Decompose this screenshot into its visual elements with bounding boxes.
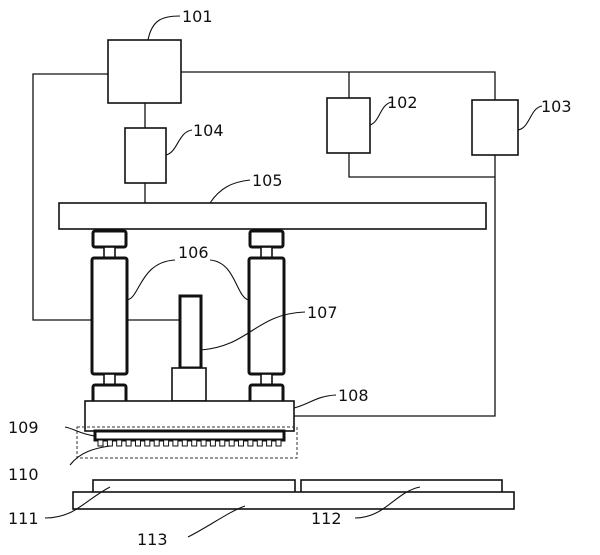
leader-105 <box>210 180 250 203</box>
wire-102-to-103-bus <box>349 153 495 177</box>
label-110: 110 <box>8 465 39 484</box>
right-upper-joint <box>250 231 283 247</box>
center-sensor-base-107 <box>172 368 206 401</box>
right-actuator-106 <box>249 258 284 374</box>
leader-113 <box>188 506 245 537</box>
label-108: 108 <box>338 386 369 405</box>
label-109: 109 <box>8 418 39 437</box>
module-box-103 <box>472 100 518 155</box>
nozzle <box>136 440 141 446</box>
nozzle <box>145 440 150 446</box>
leader-103 <box>518 106 542 130</box>
nozzle <box>117 440 122 446</box>
label-113: 113 <box>137 530 168 549</box>
label-104: 104 <box>193 121 224 140</box>
leader-104 <box>166 130 192 155</box>
nozzle <box>248 440 253 446</box>
center-sensor-rod-107 <box>180 296 201 368</box>
left-actuator-106 <box>92 258 127 374</box>
leader-101 <box>148 16 180 40</box>
wire-103-to-108 <box>294 155 495 416</box>
label-112: 112 <box>311 509 342 528</box>
nozzle <box>267 440 272 446</box>
nozzle <box>257 440 262 446</box>
label-106: 106 <box>178 243 209 262</box>
wire-101-to-102-103 <box>181 72 495 100</box>
controller-box-101 <box>108 40 181 103</box>
nozzle <box>164 440 169 446</box>
leader-106-left <box>127 260 175 300</box>
nozzle <box>201 440 206 446</box>
right-lower-rod <box>261 374 272 385</box>
left-lower-joint <box>93 385 126 402</box>
leader-106-right <box>210 260 249 300</box>
left-upper-rod <box>104 247 115 258</box>
nozzle <box>182 440 187 446</box>
label-102: 102 <box>387 93 418 112</box>
module-box-102 <box>327 98 370 153</box>
substrate-left-111 <box>93 480 295 493</box>
nozzle <box>107 440 112 446</box>
nozzle <box>173 440 178 446</box>
right-upper-rod <box>261 247 272 258</box>
left-lower-rod <box>104 374 115 385</box>
nozzle <box>220 440 225 446</box>
nozzle <box>192 440 197 446</box>
nozzle <box>229 440 234 446</box>
nozzle <box>126 440 131 446</box>
stage-113 <box>73 492 514 509</box>
module-box-104 <box>125 128 166 183</box>
nozzle <box>98 440 103 446</box>
nozzle <box>154 440 159 446</box>
label-107: 107 <box>307 303 338 322</box>
nozzle <box>239 440 244 446</box>
substrate-right-112 <box>301 480 502 493</box>
label-103: 103 <box>541 97 572 116</box>
left-upper-joint <box>93 231 126 247</box>
right-lower-joint <box>250 385 283 402</box>
nozzle-plate-110 <box>95 431 284 440</box>
nozzle <box>210 440 215 446</box>
leader-108 <box>294 395 336 408</box>
nozzle <box>276 440 281 446</box>
label-105: 105 <box>252 171 283 190</box>
leader-110 <box>70 446 110 465</box>
label-111: 111 <box>8 509 39 528</box>
beam-105 <box>59 203 486 229</box>
label-101: 101 <box>182 7 213 26</box>
